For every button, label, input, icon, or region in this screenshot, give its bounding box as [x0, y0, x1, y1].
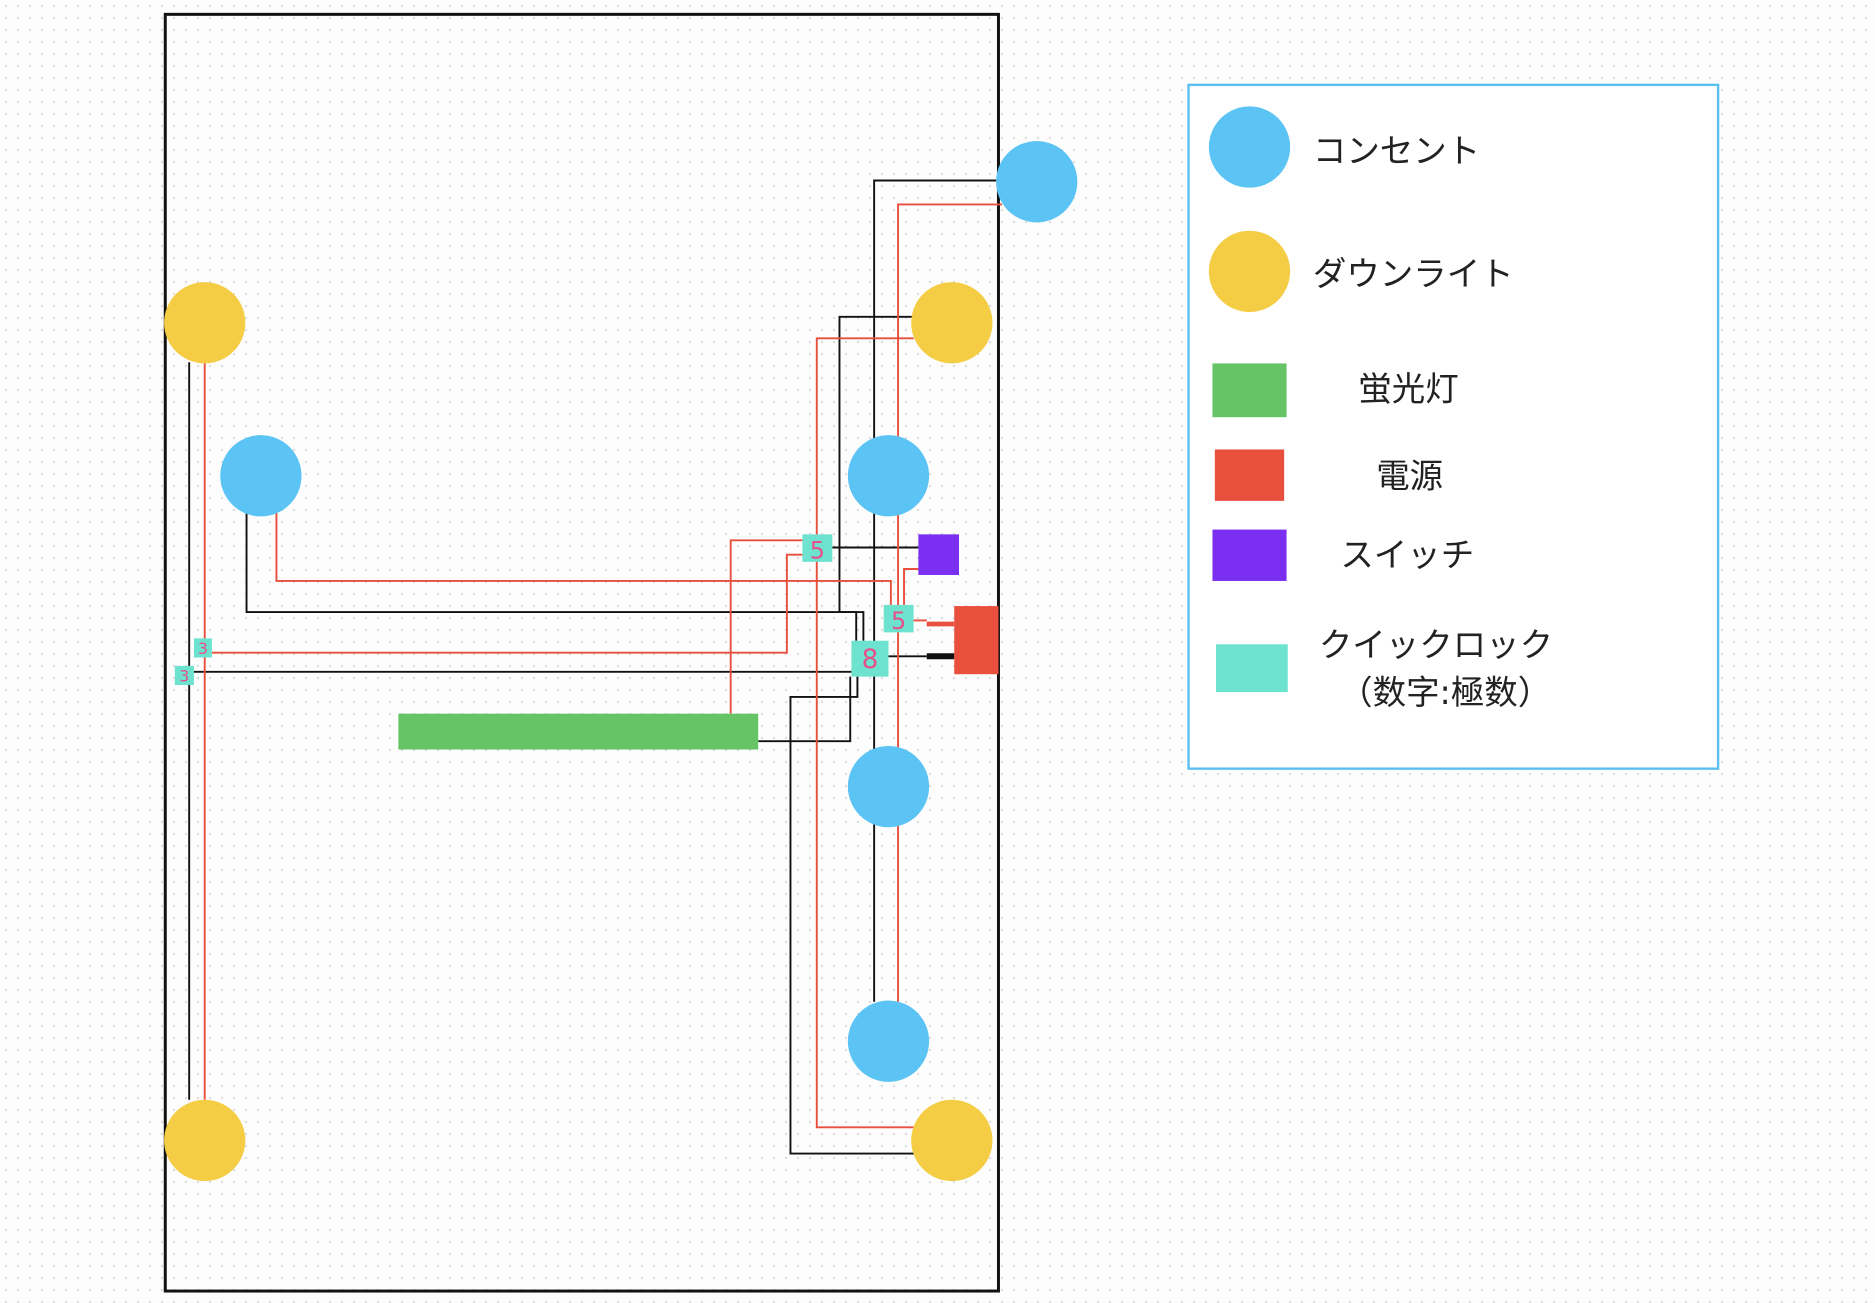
legend-quicklock-swatch	[1216, 644, 1288, 693]
downlights	[164, 282, 993, 1182]
legend-power-label: 電源	[1376, 457, 1443, 496]
downlight	[911, 1099, 993, 1182]
hot-wires	[203, 203, 1003, 1129]
downlight	[164, 1099, 246, 1182]
downlight	[164, 282, 246, 364]
legend-outlet-swatch	[1208, 106, 1291, 188]
quick-lock	[802, 534, 833, 562]
quick-lock-poles: 5	[810, 536, 825, 564]
quick-lock-poles: 3	[198, 640, 208, 658]
legend-fluorescent-label: 蛍光灯	[1358, 369, 1458, 408]
legend-downlight-swatch	[1208, 230, 1291, 313]
legend-switch-label: スイッチ	[1340, 536, 1474, 575]
quick-lock-poles: 5	[891, 607, 906, 635]
quick-lock	[174, 665, 194, 685]
quick-lock-poles: 8	[862, 645, 879, 675]
legend-quicklock-label: クイックロック	[1319, 625, 1553, 664]
outlet	[847, 1000, 930, 1082]
outlets	[220, 141, 1078, 1082]
legend-switch-swatch	[1212, 529, 1287, 581]
legend-outlet-label: コンセント	[1313, 132, 1480, 171]
fluorescent-light	[398, 713, 759, 750]
quick-lock	[193, 638, 212, 658]
downlight	[911, 282, 993, 364]
quick-lock	[851, 640, 889, 677]
quick-locks: 5 5 8 3 3	[174, 534, 914, 685]
outlet	[220, 435, 302, 517]
legend-fluorescent-swatch	[1212, 363, 1287, 418]
quick-lock-poles: 3	[179, 667, 189, 685]
quick-lock	[883, 604, 914, 633]
legend-quicklock-note: （数字:極数）	[1339, 673, 1551, 712]
legend-downlight-label: ダウンライト	[1313, 255, 1514, 294]
legend: コンセント ダウンライト 蛍光灯 電源 スイッチ クイックロック （数字:極数）	[1187, 83, 1720, 770]
switch	[918, 534, 960, 575]
neutral-wires	[188, 179, 998, 1155]
outlet	[847, 435, 930, 517]
outlet	[996, 141, 1078, 223]
outlet	[847, 745, 930, 828]
legend-power-swatch	[1214, 449, 1285, 501]
wires	[188, 179, 1003, 1155]
power-source	[954, 606, 999, 675]
